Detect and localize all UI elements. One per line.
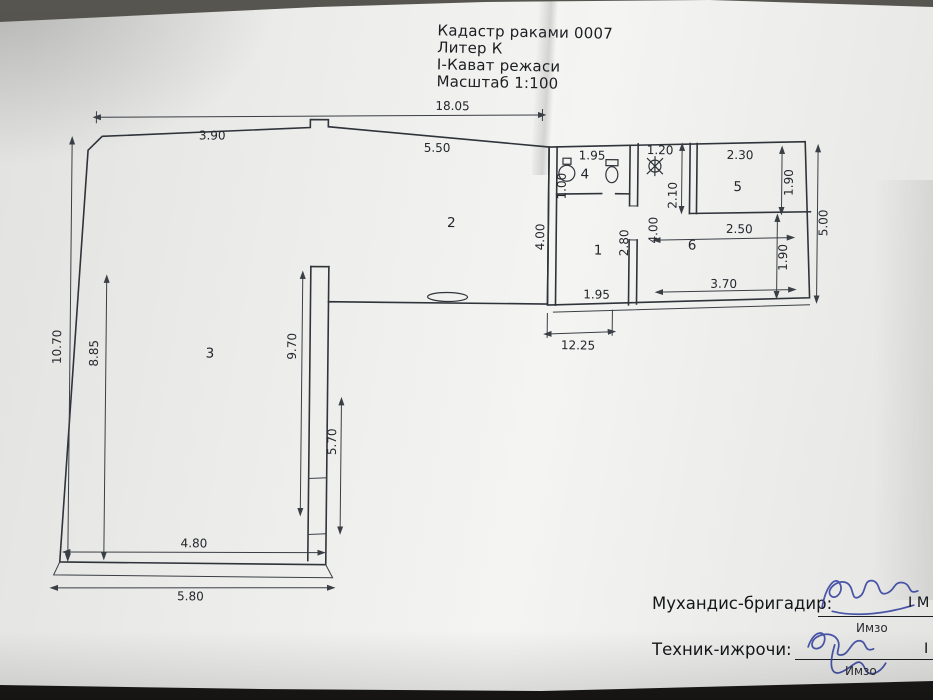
dim-top-seg2: 5.50 [424,141,451,155]
engineer-signature [821,579,919,616]
middle-wall-inner [306,265,312,562]
toilet-tank-icon [605,159,619,167]
room-number-3: 3 [206,345,215,361]
room-number-1: 1 [594,243,603,259]
dim-room5-right: 1.90 [782,169,796,196]
dimline-room5-right [778,145,786,216]
dimline-room6-right [773,213,781,300]
dim-left-total: 10.70 [50,330,64,365]
engineer-imzo-caption: Имзо [856,621,888,635]
dim-bottom-total: 5.80 [177,589,204,603]
dimension-lines-group [49,108,822,591]
room-numbers-group: 1 2 3 4 5 6 [206,166,743,361]
right-block-bottom-outer [552,304,811,313]
left-block-outline [58,118,550,566]
paper-shadow-right [873,180,933,600]
middle-wall-window-tick-1 [308,477,328,480]
dim-room3-bottom: 4.80 [181,536,208,550]
hall-right-wall-caps [628,205,639,241]
dim-right-height: 5.00 [816,209,830,236]
dimline-room3-bottom [61,549,326,556]
room4-bottom-wall [555,192,631,195]
dimline-room6-bottom [654,286,797,296]
paper-shadow-bottom [0,630,933,691]
right-block-outline [546,140,811,306]
walls-group [52,118,812,579]
middle-wall-window-tick-2 [307,533,327,536]
room5-left-wall [688,142,698,215]
dimline-mid-wall-low [337,396,345,535]
dimline-room5-left [678,142,686,215]
dim-room5-width: 2.30 [727,148,754,162]
dimline-mid-total [543,328,617,337]
dimline-room6-top [652,234,796,244]
dimline-left-total [64,136,76,563]
dimline-mid-wall [297,270,306,517]
dimline-total-top [92,111,547,121]
dim-room6-top: 2.50 [726,222,753,236]
dim-total-top: 18.05 [435,99,470,113]
floor-plan: 18.05 3.90 5.50 1.95 1.00 1.20 2.30 2.10… [49,99,831,604]
dim-wc-inner: 1.00 [555,173,569,200]
room-number-4: 4 [580,166,589,182]
dim-hall-mid: 2.80 [617,229,631,256]
dim-wc-width: 1.95 [579,148,606,162]
dim-room3-left: 8.85 [87,340,101,367]
room-number-5: 5 [733,179,742,195]
room5-room6-divider [688,210,812,215]
shower-rays-icon [646,156,664,177]
dim-top-seg1: 3.90 [199,128,226,142]
technician-label: Техник-ижрочи: [652,640,792,659]
dimension-labels-group: 18.05 3.90 5.50 1.95 1.00 1.20 2.30 2.10… [50,99,831,604]
dimline-total-top-ticks [95,108,544,124]
dimline-mid-total-ext [546,309,613,339]
dim-mid-wall-low: 5.70 [325,428,339,455]
engineer-label: Мухандис-бригадир: [652,594,833,613]
technician-imzo-caption: Имзо [845,664,877,678]
dim-hall-bottom: 1.95 [583,287,610,301]
dim-room5-left: 2.10 [665,182,679,209]
dimline-right-height [813,143,822,304]
right-block-inner-left-wall [554,146,558,306]
room-number-6: 6 [688,237,697,253]
dim-hall-right: 4.00 [646,217,660,244]
dim-room6-right: 1.90 [776,244,790,271]
room-number-2: 2 [447,215,456,231]
dim-mid-wall: 9.70 [285,333,299,360]
technician-signature-line [795,659,933,660]
scale-line: Масштаб 1:100 [436,72,559,93]
sink-tap-icon [562,157,572,165]
dim-shower-width: 1.20 [647,143,674,157]
door-opening-symbol [426,291,469,303]
dim-hall-left: 4.00 [533,224,547,251]
edge-text-2: І [924,641,929,657]
sink-icon [558,164,576,182]
hall-right-wall [627,143,639,306]
dim-mid-total: 12.25 [561,338,596,352]
dim-room6-bottom: 3.70 [710,277,737,291]
dimline-bottom-total [49,584,336,591]
engineer-signature-line [818,616,933,617]
dimline-room3-left [100,274,110,561]
toilet-icon [605,166,619,184]
fixtures-group [426,156,664,303]
edge-text-1: І М [908,595,930,611]
technician-signature [807,632,887,675]
bottom-double-wall [52,561,334,579]
title-block: Кадастр раками 0007 Литер К I-Кават режа… [436,21,613,93]
